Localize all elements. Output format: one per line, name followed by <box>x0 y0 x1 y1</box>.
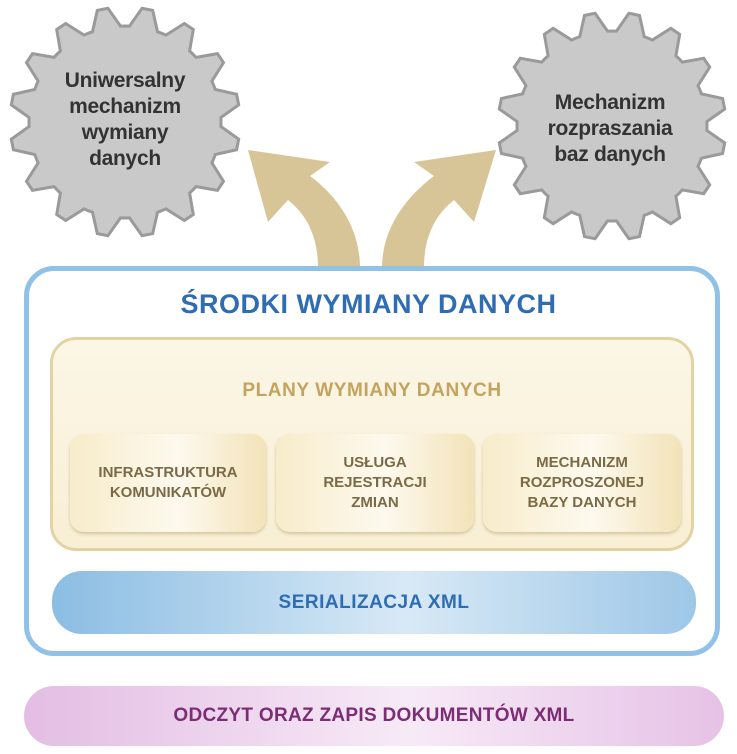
arrow-left-icon <box>248 150 360 268</box>
gear-right-line: Mechanizm <box>554 91 666 114</box>
gear-right-line: rozpraszania <box>547 117 673 140</box>
module-message-infrastructure: INFRASTRUKTURA KOMUNIKATÓW <box>70 434 266 532</box>
module-line: USŁUGA <box>343 454 407 471</box>
module-line: ROZPROSZONEJ <box>519 474 645 491</box>
module-change-registration-service: USŁUGA REJESTRACJI ZMIAN <box>276 434 474 532</box>
gear-left-line: wymiany <box>81 121 169 144</box>
data-exchange-plans-title: PLANY WYMIANY DANYCH <box>242 380 502 401</box>
gear-left-label: Uniwersalny mechanizm wymiany danych <box>45 68 205 172</box>
module-line: INFRASTRUKTURA <box>98 464 238 481</box>
gear-right-line: baz danych <box>554 143 666 166</box>
gear-left-icon <box>9 6 241 238</box>
module-line: MECHANIZM <box>536 454 628 471</box>
xml-read-write-label: ODCZYT ORAZ ZAPIS DOKUMENTÓW XML <box>173 705 575 726</box>
gear-left-line: mechanizm <box>69 95 181 118</box>
module-line: REJESTRACJI <box>323 474 427 491</box>
gear-left-line: danych <box>89 147 161 170</box>
gear-right-label: Mechanizm rozpraszania baz danych <box>530 90 690 168</box>
gear-left-line: Uniwersalny <box>64 69 186 92</box>
xml-serialization-label: SERIALIZACJA XML <box>278 591 470 613</box>
xml-read-write-bar: ODCZYT ORAZ ZAPIS DOKUMENTÓW XML <box>24 686 724 746</box>
module-line: KOMUNIKATÓW <box>109 484 227 501</box>
xml-serialization-bar: SERIALIZACJA XML <box>52 571 696 634</box>
module-line: BAZY DANYCH <box>527 494 637 511</box>
arrow-right-icon <box>382 150 496 268</box>
module-distributed-database-mechanism: MECHANIZM ROZPROSZONEJ BAZY DANYCH <box>483 434 681 532</box>
gear-right-icon <box>497 11 727 241</box>
data-exchange-means-title: ŚRODKI WYMIANY DANYCH <box>180 289 557 319</box>
module-line: ZMIAN <box>351 494 399 511</box>
